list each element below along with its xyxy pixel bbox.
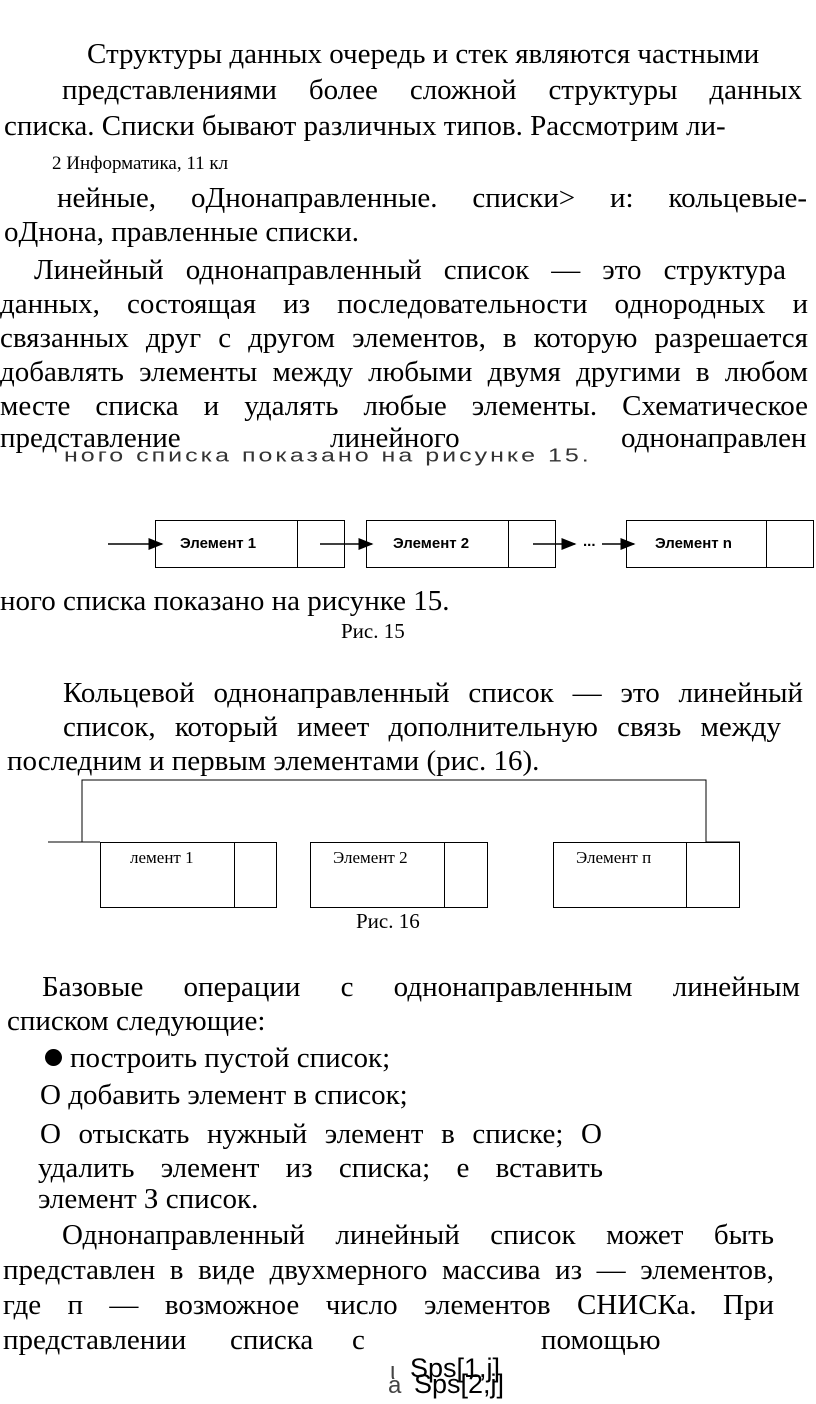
- para1-line3: списка. Списки бывают различных типов. Р…: [4, 110, 726, 142]
- para6-line4a: представлении: [3, 1324, 187, 1356]
- para2-line1: нейные, оДнонаправленные. списки> и: кол…: [57, 182, 807, 214]
- operation-3: О отыскать нужный элемент в списке; О: [40, 1118, 602, 1150]
- ring-node-2-pointer: [444, 842, 488, 908]
- ring-node-2-label: Элемент 2: [333, 848, 408, 867]
- operation-2: О добавить элемент в список;: [40, 1079, 408, 1111]
- figure-15-caption: Рис. 15: [341, 619, 405, 643]
- para3-line3: связанных друг с другом элементов, в кот…: [0, 322, 808, 354]
- node-2-pointer: [508, 520, 556, 568]
- node-n-label: Элемент n: [655, 535, 732, 552]
- array-ref-2-prefix: a: [388, 1372, 402, 1399]
- para3-line6a: представление: [0, 422, 181, 454]
- para3-line5: месте списка и удалять любые элементы. С…: [0, 390, 808, 422]
- para3-line4: добавлять элементы между любыми двумя др…: [0, 356, 808, 388]
- para6-line2: представлен в виде двухмерного массива и…: [3, 1254, 774, 1286]
- ring-node-n-pointer: [686, 842, 740, 908]
- figure-15-text-line: ного списка показано на рисунке 15.: [0, 585, 450, 617]
- para1-line2: представлениями более сложной структуры …: [62, 74, 802, 106]
- array-ref-2: Sps[2,j]: [414, 1369, 505, 1399]
- para3-line6c: однонаправлен: [621, 422, 807, 454]
- ring-node-1-label: лемент 1: [130, 848, 194, 867]
- array-ref-1: Sps[1,j]: [410, 1353, 501, 1383]
- node-2-label: Элемент 2: [393, 535, 470, 552]
- figure-16: лемент 1 Элемент 2 Элемент п: [0, 776, 816, 911]
- ring-node-1-pointer: [234, 842, 277, 908]
- para6-line1: Однонаправленный линейный список может б…: [62, 1219, 774, 1251]
- ring-node-n-label: Элемент п: [576, 848, 652, 867]
- node-n-pointer: [766, 520, 814, 568]
- para4-line1: Кольцевой однонаправленный список — это …: [63, 677, 803, 709]
- para3-line6b: линейного: [330, 422, 460, 454]
- operation-4: удалить элемент из списка; е вставить: [38, 1152, 603, 1184]
- para6-line4d: помощью: [541, 1324, 661, 1356]
- operation-1: построить пустой список;: [70, 1042, 391, 1074]
- para4-line3: последним и первым элементами (рис. 16).: [7, 745, 540, 777]
- ellipsis: ...: [583, 533, 596, 550]
- node-1-label: Элемент 1: [180, 535, 257, 552]
- para1-line1: Структуры данных очередь и стек являются…: [87, 38, 760, 70]
- para4-line2: список, который имеет дополнительную свя…: [63, 711, 781, 743]
- header-note: 2 Информатика, 11 кл: [52, 153, 229, 174]
- para3-line2: данных, состоящая из последовательности …: [0, 288, 808, 320]
- para6-line4b: списка: [230, 1324, 314, 1356]
- ghost-text-line: ного списка показано на рисунке 15.: [64, 445, 592, 466]
- node-1-pointer: [297, 520, 345, 568]
- array-ref-1-prefix: ι: [390, 1358, 396, 1385]
- para6-line4c: с: [352, 1324, 365, 1356]
- para2-line2: оДнона, правленные списки.: [4, 216, 360, 248]
- operation-5: элемент З список.: [38, 1183, 259, 1215]
- para5-line2: списком следующие:: [7, 1005, 266, 1037]
- para3-line1: Линейный однонаправленный список — это с…: [34, 254, 786, 286]
- figure-15-arrows: [108, 538, 636, 550]
- figure-15: Элемент 1 Элемент 2 ... Элемент n: [0, 500, 816, 600]
- para5-line1: Базовые операции с однонаправленным лине…: [42, 971, 800, 1003]
- figure-16-caption: Рис. 16: [356, 909, 420, 933]
- para6-line3: где п — возможное число элементов СНИСКа…: [3, 1289, 774, 1321]
- bullet-icon: [45, 1049, 62, 1066]
